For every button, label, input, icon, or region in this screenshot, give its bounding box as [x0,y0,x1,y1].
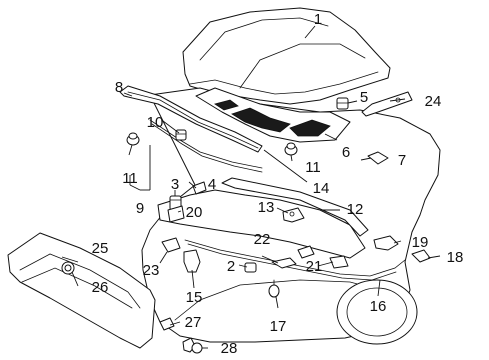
callout-16: 16 [370,298,387,315]
callout-26: 26 [92,279,109,296]
bumper-2 [244,262,257,273]
release-cable [184,239,406,281]
callout-28: 28 [221,340,238,357]
callout-11-left: 11 [122,170,138,187]
callout-17: 17 [270,318,287,335]
callout-13: 13 [258,199,275,216]
clip-7 [367,151,389,165]
callout-18: 18 [447,249,464,266]
callout-6: 6 [342,144,350,161]
callout-22: 22 [254,231,271,248]
callout-19: 19 [412,234,429,251]
bracket-22 [271,245,315,269]
bracket-27 [159,317,175,331]
bumper-5 [336,97,349,110]
callout-12: 12 [347,201,364,218]
clip-18 [411,249,431,263]
emblem-26 [64,264,72,272]
callout-10: 10 [147,114,164,131]
callout-2: 2 [227,258,235,275]
callout-labels: 1 2 3 4 5 6 7 8 9 10 11 11 12 13 14 15 1… [92,11,464,357]
callout-4: 4 [208,176,216,193]
hinge-24 [361,91,413,117]
hood-panel [182,7,391,105]
grommet-11-left [126,132,140,146]
callout-5: 5 [360,89,368,106]
callout-9: 9 [136,200,144,217]
radiator-support [157,177,369,259]
callout-24: 24 [425,93,442,110]
callout-14: 14 [313,180,330,197]
latch-15 [183,249,201,273]
clip-21 [329,255,349,269]
callout-27: 27 [185,314,202,331]
callout-25: 25 [92,240,109,257]
clip-13 [282,207,305,223]
bracket-4 [192,181,207,195]
handle-17 [268,279,280,298]
fastener-10 [175,129,187,141]
latch-19 [373,235,399,251]
callout-21: 21 [306,258,323,275]
grommet-11-right [284,142,298,156]
callout-15: 15 [186,289,203,306]
cowl-panel [195,87,351,143]
leader-lines [61,25,441,349]
bracket-20 [167,205,185,223]
callout-20: 20 [186,204,203,221]
bracket-23 [161,237,181,253]
callout-7: 7 [398,152,406,169]
callout-1: 1 [314,11,322,28]
callout-11-right: 11 [305,159,321,176]
callout-3: 3 [171,176,179,193]
callout-23: 23 [143,262,160,279]
grille [7,232,156,349]
callout-8: 8 [115,79,123,96]
weatherstrip-14 [149,119,263,173]
hood-seal-strip [119,85,263,153]
